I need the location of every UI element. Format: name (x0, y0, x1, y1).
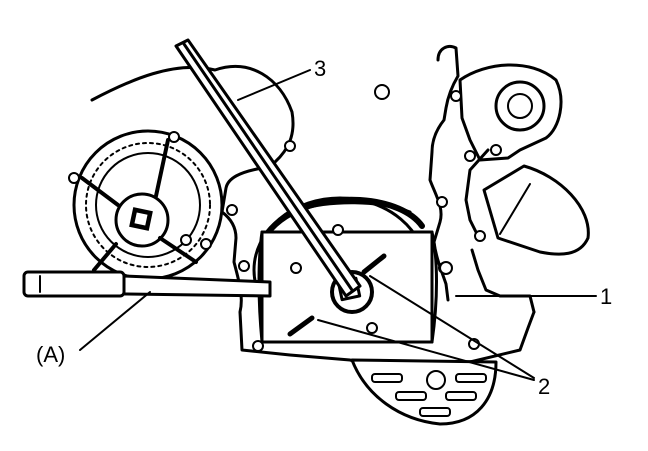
leader-line-3 (237, 69, 311, 101)
crankshaft-pulley (238, 196, 480, 352)
water-pump-pulley (68, 129, 224, 281)
oil-pan (350, 358, 498, 426)
leader-line-2a (369, 275, 535, 379)
right-housing (226, 63, 590, 274)
callout-1: 1 (600, 284, 612, 309)
wrench-A (22, 270, 272, 298)
callout-A: (A) (36, 342, 65, 367)
leader-line-A (79, 291, 151, 351)
leader-lines (79, 69, 597, 381)
holder-tool-bar (174, 38, 362, 298)
leader-line-2b (317, 319, 535, 381)
callout-2: 2 (538, 374, 550, 399)
callout-3: 3 (314, 56, 326, 81)
